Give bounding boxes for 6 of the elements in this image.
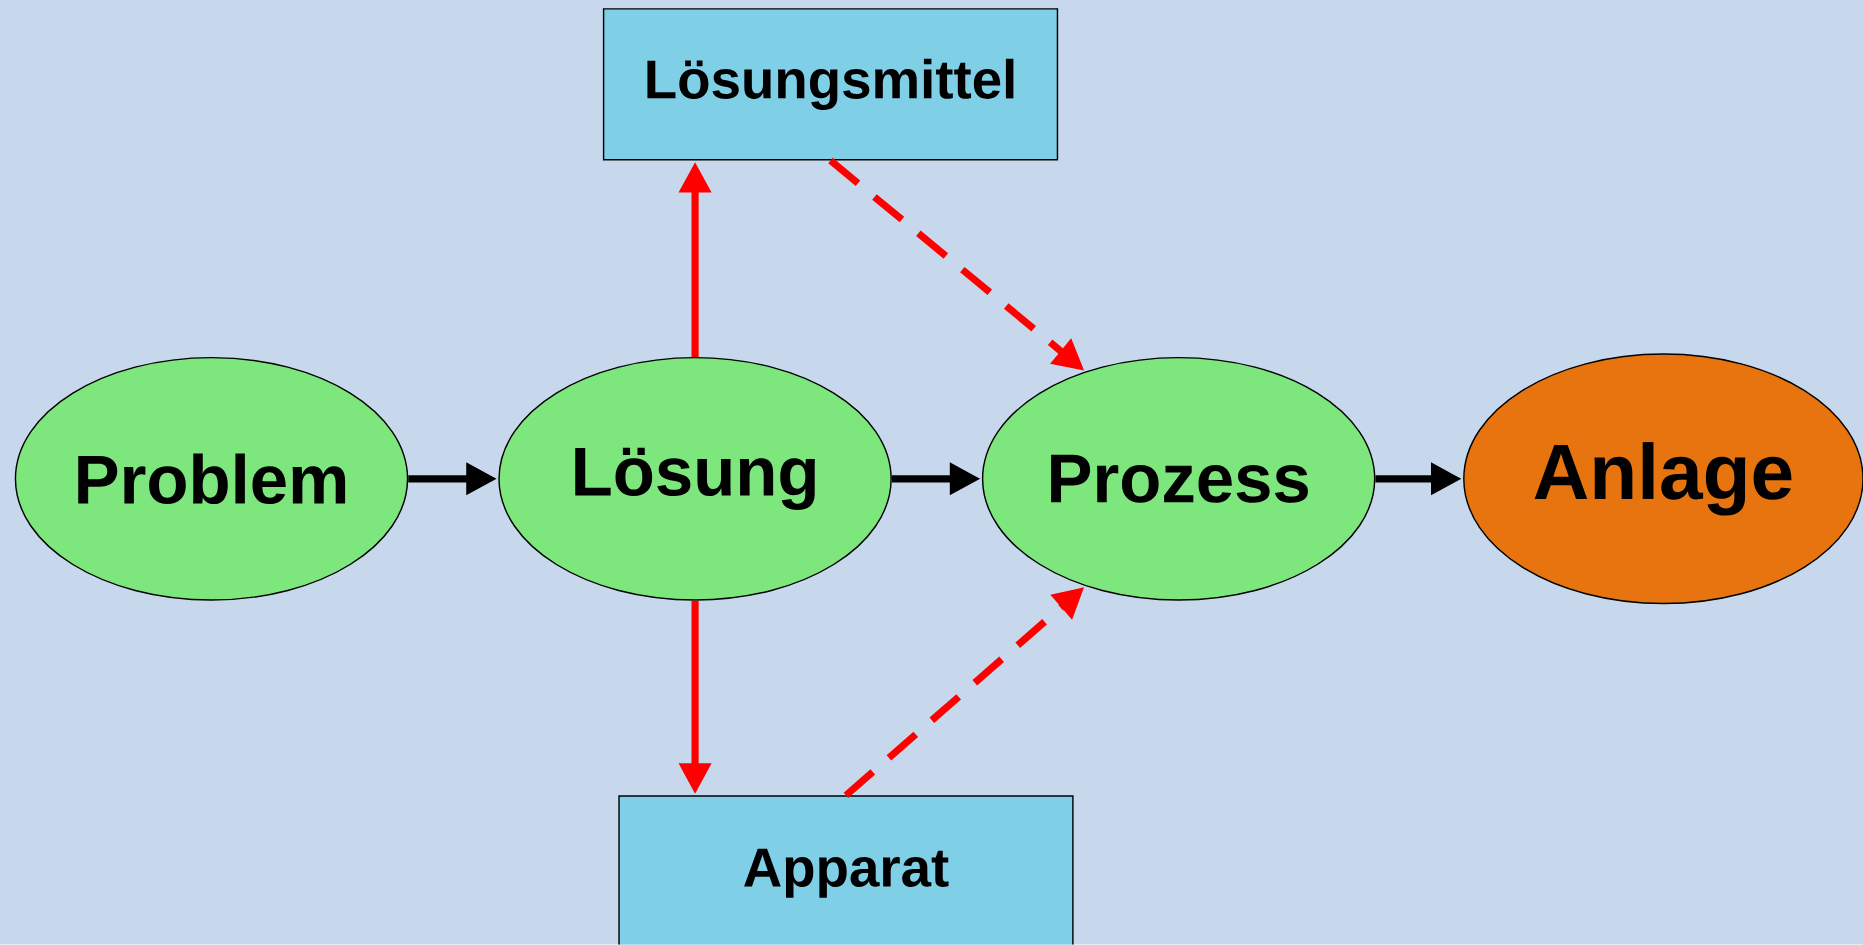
ellipse-node: Prozess [981,357,1376,601]
ellipse-node: Lösung [498,357,892,601]
ellipse-node: Anlage [1463,353,1863,605]
ellipse-node: Problem [14,357,409,601]
text-box: Lösungsmittel [602,8,1059,161]
text-box: Apparat [618,795,1074,945]
